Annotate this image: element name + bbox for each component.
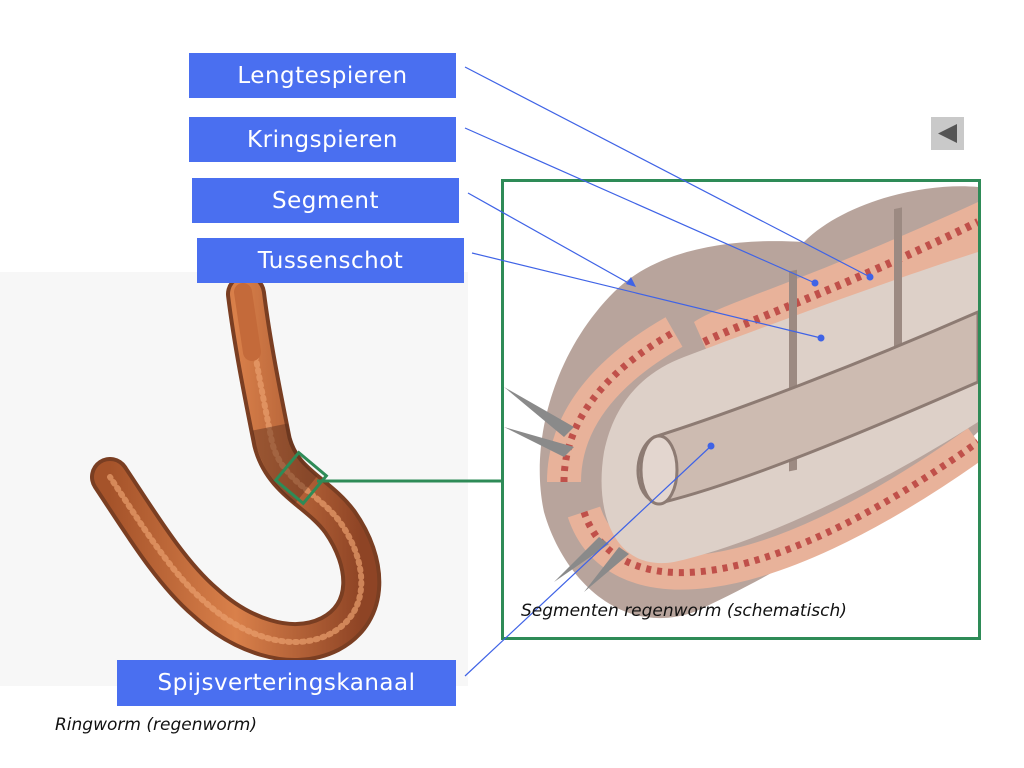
- arrow-segment: [626, 277, 636, 287]
- leader-segment: [467, 192, 633, 286]
- pointer-kringspieren: [811, 279, 819, 287]
- leader-kringspieren: [464, 127, 816, 284]
- leader-lengtespieren: [464, 66, 871, 278]
- back-button[interactable]: [931, 117, 964, 150]
- label-lengtespieren: Lengtespieren: [189, 53, 456, 98]
- leader-tussenschot: [471, 252, 822, 339]
- pointer-spijsverteringskanaal: [707, 442, 715, 450]
- segment-diagram: [501, 179, 981, 640]
- label-kringspieren: Kringspieren: [189, 117, 456, 162]
- triangle-left-icon: [938, 124, 957, 143]
- zoom-marker: [273, 450, 329, 506]
- pointer-tussenschot: [817, 334, 825, 342]
- caption-diagram: Segmenten regenworm (schematisch): [521, 601, 847, 621]
- label-segment: Segment: [192, 178, 459, 223]
- leader-spijsverteringskanaal: [464, 445, 712, 677]
- worm-photo: [0, 272, 468, 686]
- label-spijsverteringskanaal: Spijsverteringskanaal: [117, 660, 456, 706]
- earthworm-illustration: [90, 274, 382, 662]
- pointer-lengtespieren: [866, 273, 874, 281]
- segment-cross-section: [504, 186, 978, 619]
- caption-photo: Ringworm (regenworm): [55, 715, 257, 735]
- label-tussenschot: Tussenschot: [197, 238, 464, 283]
